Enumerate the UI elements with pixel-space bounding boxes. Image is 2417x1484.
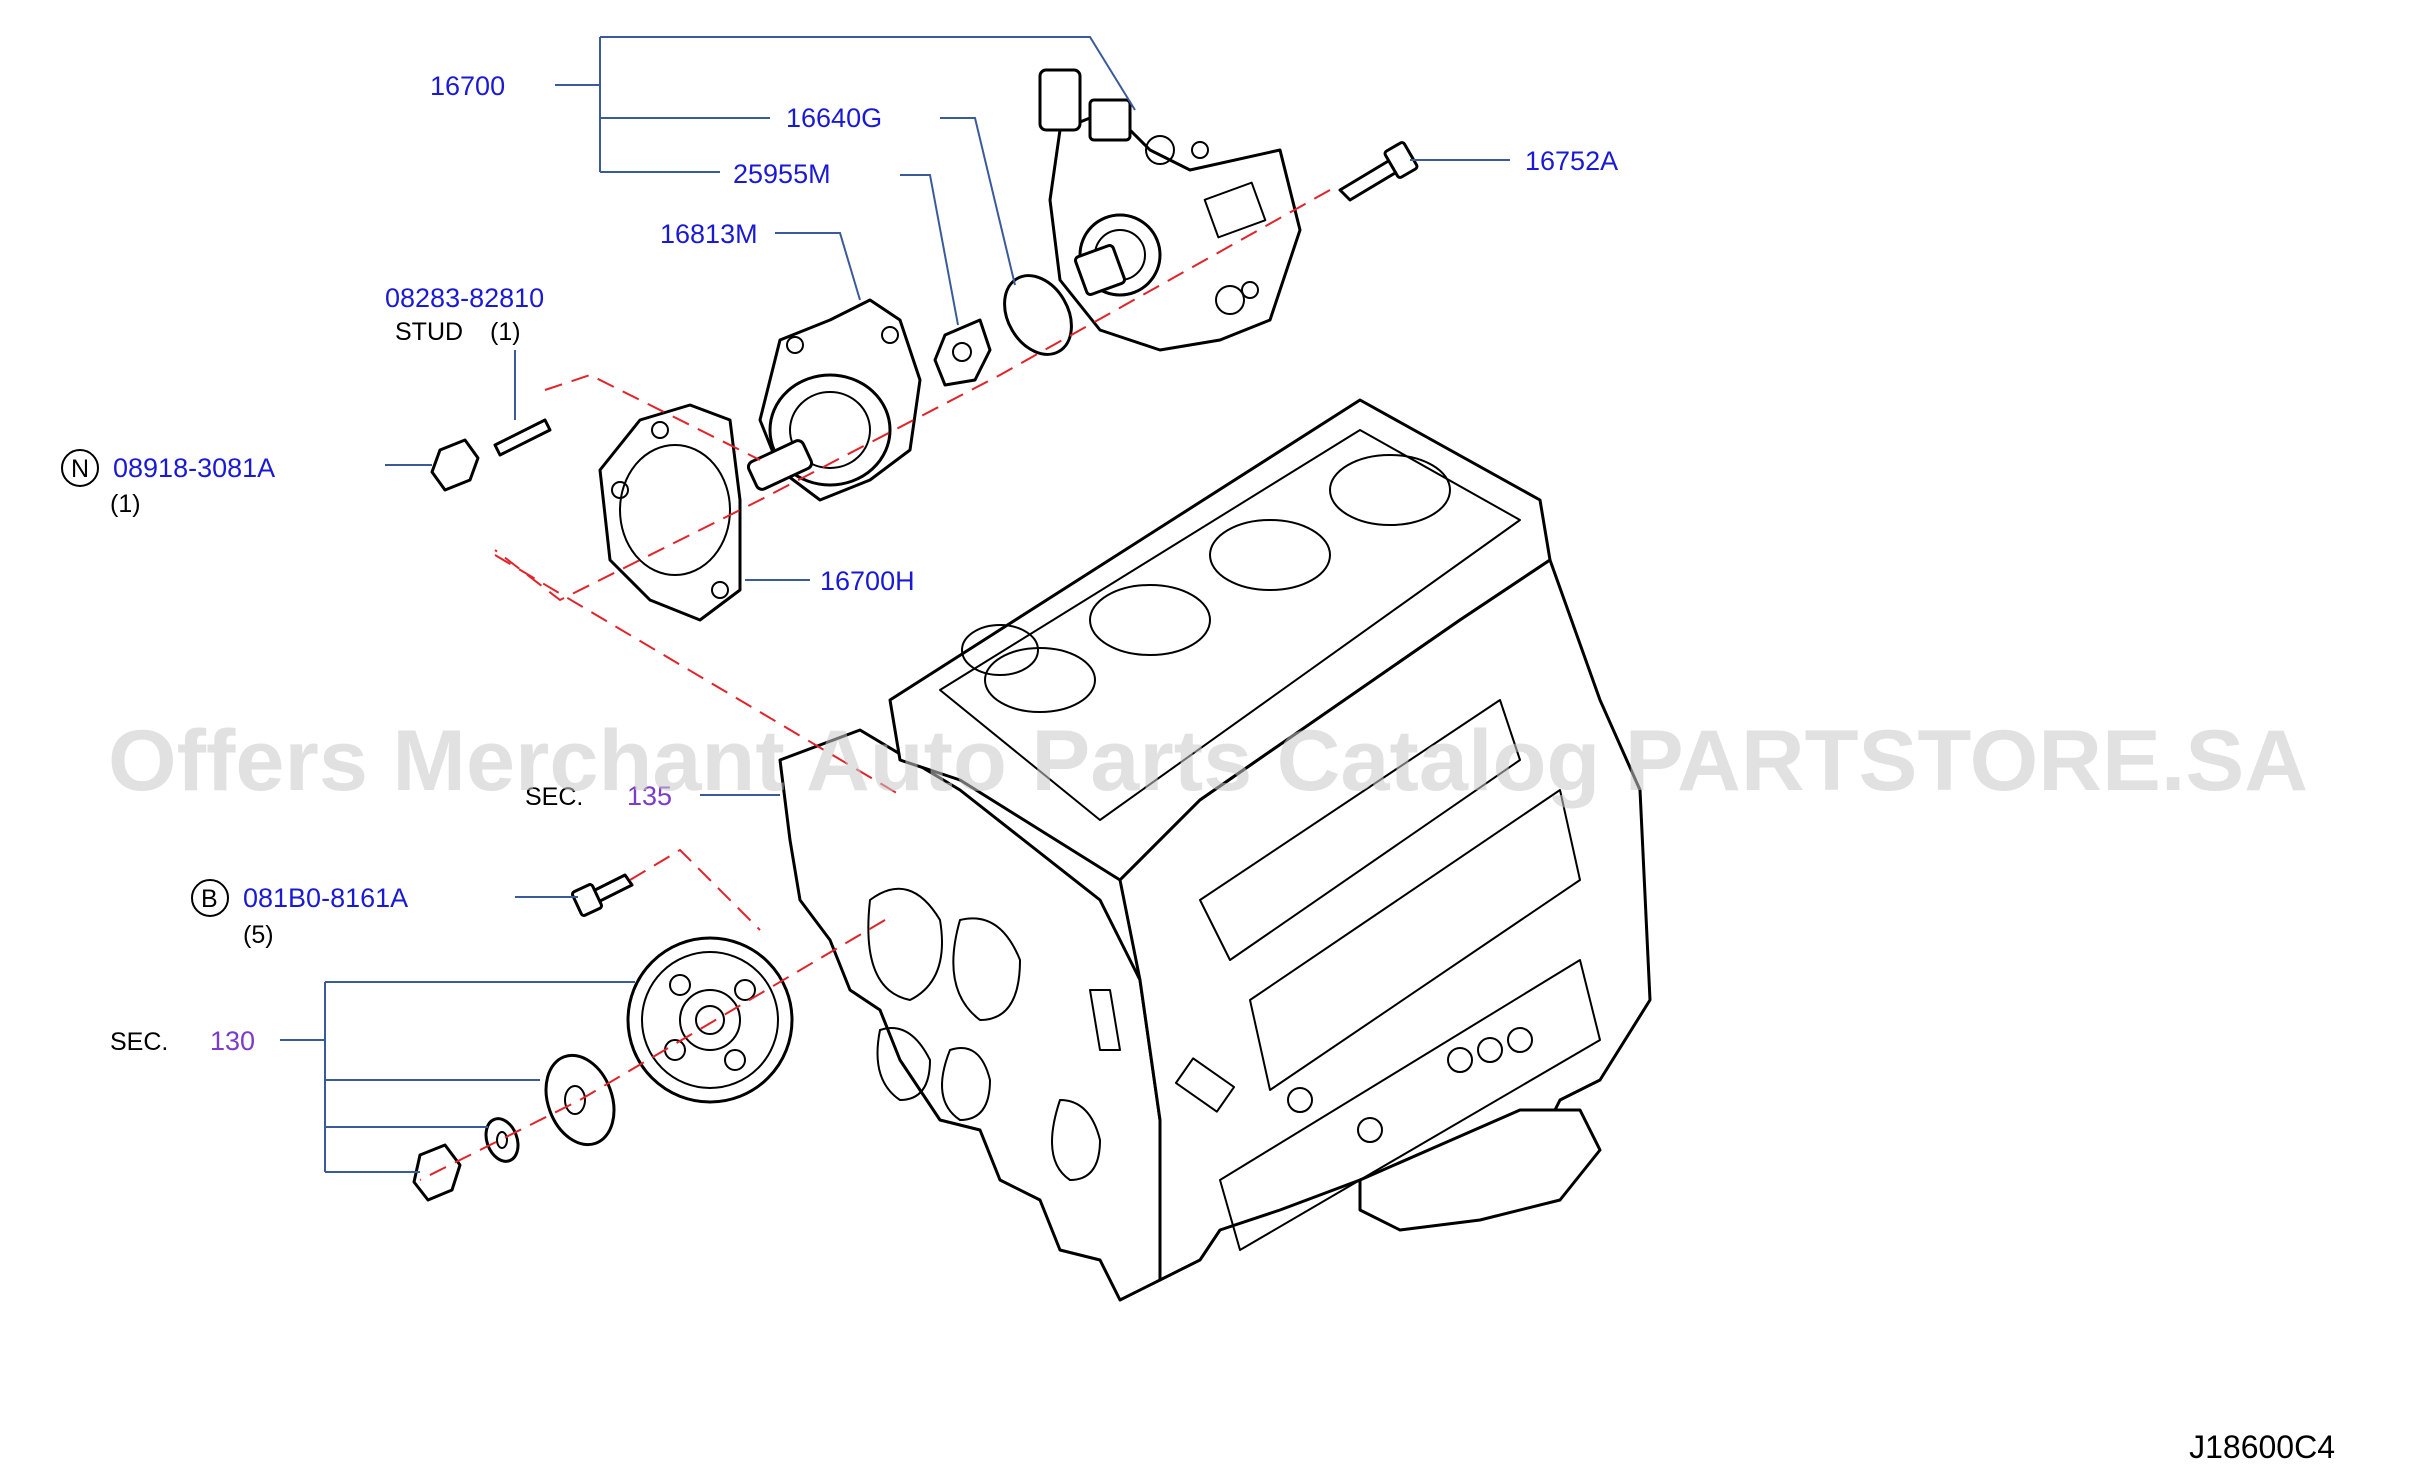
- bolt-quantity: (5): [243, 921, 274, 949]
- diagram-code: J18600C4: [2189, 1429, 2335, 1465]
- pump-bracket: [746, 298, 922, 502]
- pump-bolt: [1338, 141, 1419, 202]
- bolt-marker-circle: [191, 879, 229, 917]
- washer: [484, 1117, 520, 1163]
- callout-16752A[interactable]: 16752A: [1525, 146, 1618, 176]
- watermark: Offers Merchant Auto Parts Catalog PARTS…: [108, 713, 2308, 809]
- callout-16640G[interactable]: 16640G: [786, 103, 882, 133]
- callout-25955M[interactable]: 25955M: [733, 159, 831, 189]
- stud-quantity: (1): [490, 318, 521, 346]
- engine-block: [778, 398, 1652, 1302]
- callout-16813M[interactable]: 16813M: [660, 219, 758, 249]
- sec-label-135: SEC.: [525, 783, 583, 811]
- sec-link-130[interactable]: 130: [210, 1026, 255, 1056]
- stud: [493, 418, 552, 457]
- nut: [430, 438, 480, 492]
- o-ring: [1003, 274, 1073, 356]
- stud-label: STUD: [395, 318, 463, 346]
- hub: [544, 1053, 616, 1147]
- assembly-lines: [419, 189, 1331, 1181]
- bolt: [571, 873, 634, 917]
- leader-lines: [280, 36, 1510, 1173]
- callout-08918-3081A[interactable]: 08918-3081A: [113, 453, 275, 483]
- bolt-marker: B: [201, 885, 218, 913]
- callout-16700[interactable]: 16700: [430, 71, 505, 101]
- nut-marker-circle: [61, 449, 99, 487]
- callout-08283-82810[interactable]: 08283-82810: [385, 283, 544, 313]
- gasket: [598, 403, 742, 622]
- coupling: [933, 318, 992, 387]
- drive-gear: [626, 936, 794, 1104]
- sec-label-130: SEC.: [110, 1028, 168, 1056]
- nut-quantity: (1): [110, 490, 141, 518]
- callout-16700H[interactable]: 16700H: [820, 566, 915, 596]
- fuel-pump-assembly: [1038, 68, 1302, 352]
- sec-link-135[interactable]: 135: [627, 781, 672, 811]
- callout-081B0-8161A[interactable]: 081B0-8161A: [243, 883, 408, 913]
- nut-marker: N: [71, 455, 89, 483]
